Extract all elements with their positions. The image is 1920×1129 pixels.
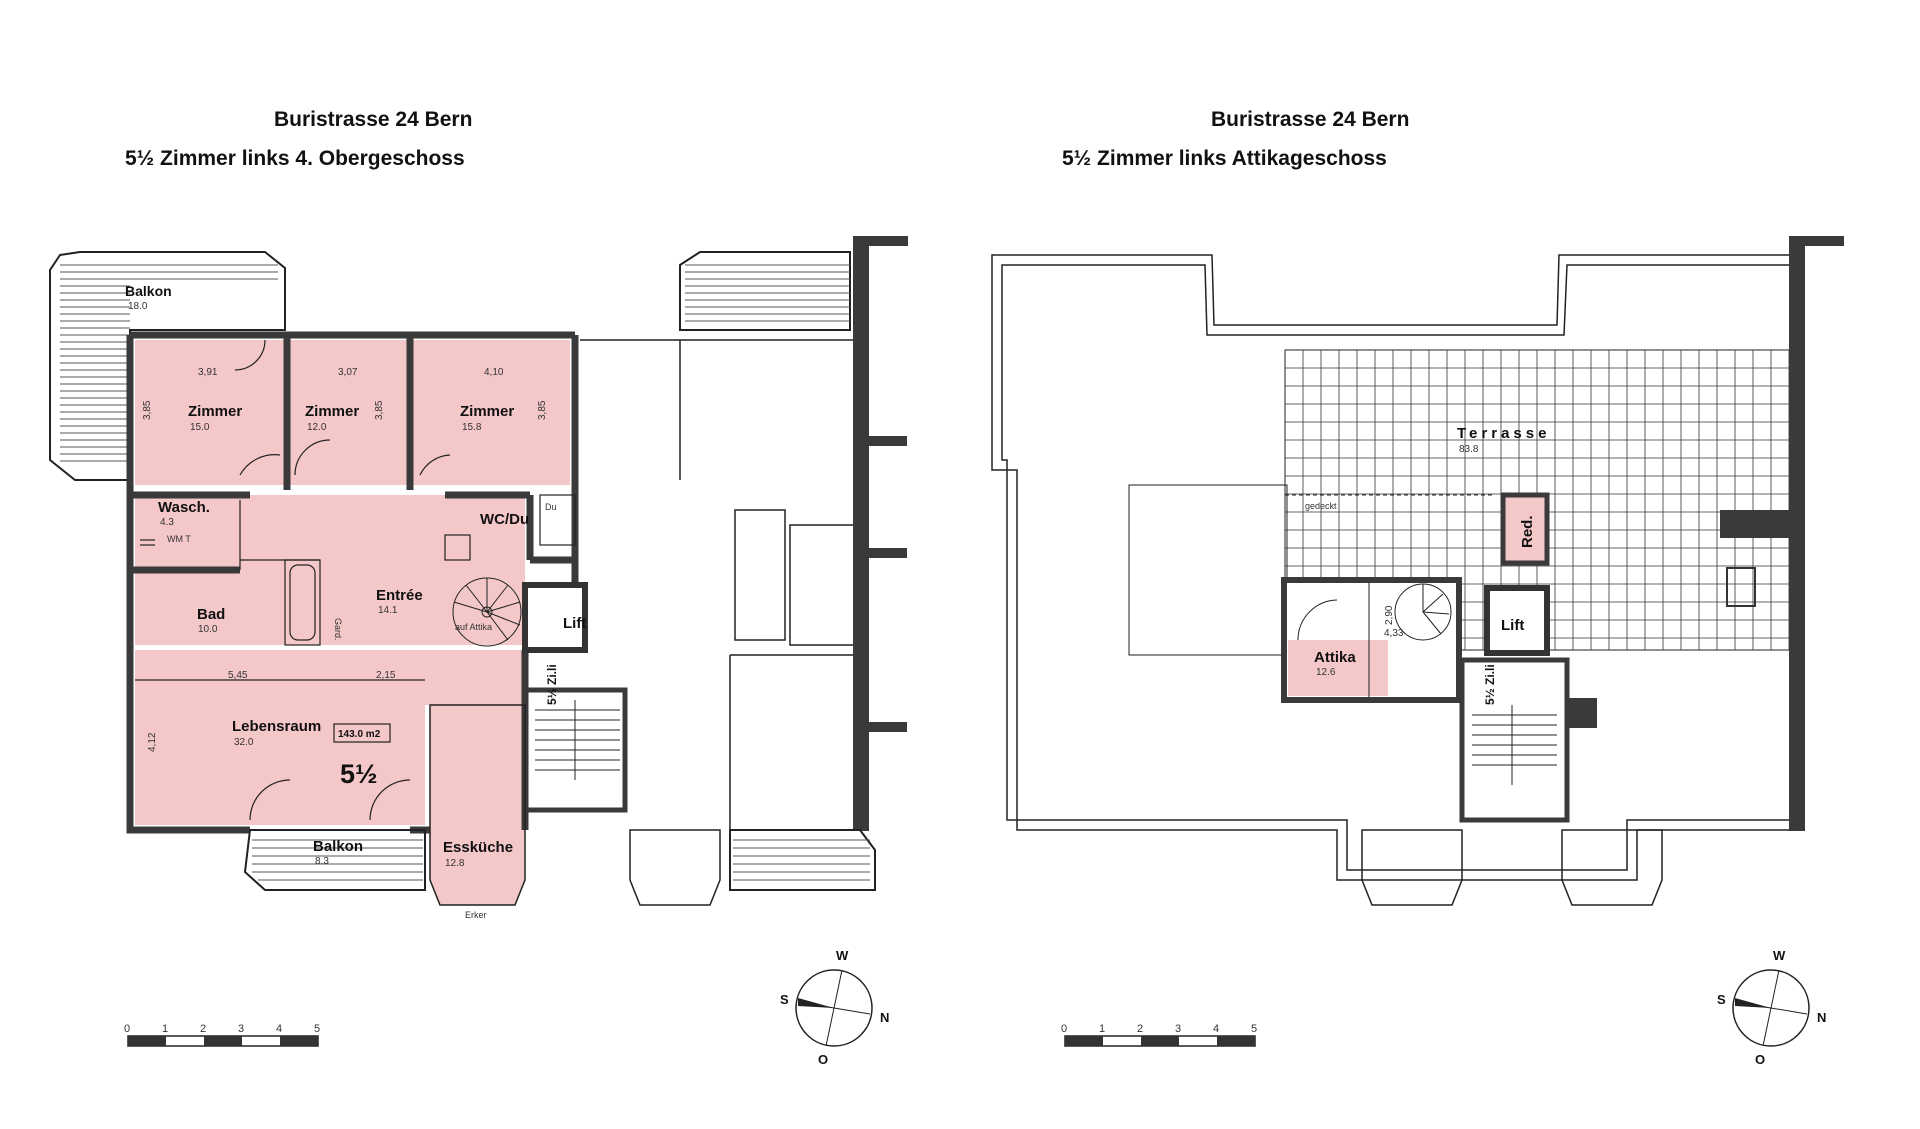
plan-subtitle: 5½ Zimmer links 4. Obergeschoss — [125, 147, 465, 170]
entree-label: Entrée — [376, 587, 423, 604]
balcony-top-right — [679, 251, 851, 331]
scale-3: 3 — [238, 1023, 244, 1035]
wasch-area: 4.3 — [160, 517, 174, 528]
plan-title: Buristrasse 24 Bern — [1211, 108, 1410, 131]
bay-outlines — [1361, 829, 1663, 906]
balkon-top-label: Balkon — [125, 283, 172, 299]
spiral-stair — [452, 577, 522, 647]
total-area: 143.0 m2 — [338, 729, 381, 740]
terrace-outline — [991, 254, 1791, 881]
zimmer2-width: 3,07 — [338, 367, 358, 378]
unit-tag: 5½ Zi.li — [1483, 664, 1497, 705]
compass: S N W O — [1717, 948, 1826, 1067]
dim-b: 2,15 — [376, 670, 396, 681]
red-label: Red. — [1519, 515, 1536, 548]
zimmer3-area: 15.8 — [462, 422, 482, 433]
compass-s: S — [780, 992, 789, 1007]
lift-label: Lift — [1501, 617, 1524, 634]
scale-4: 4 — [1213, 1023, 1219, 1035]
compass-o: O — [818, 1052, 828, 1067]
room-count: 5½ — [340, 759, 378, 789]
zimmer3-label: Zimmer — [460, 403, 514, 420]
zimmer2-height: 3,85 — [374, 400, 385, 420]
scale-1: 1 — [162, 1023, 168, 1035]
total-area-box — [333, 723, 391, 743]
dim-a: 5,45 — [228, 670, 248, 681]
attika-label: Attika — [1314, 649, 1356, 666]
scale-2: 2 — [1137, 1023, 1143, 1035]
terrasse-label: Terrasse — [1457, 425, 1550, 442]
bad-label: Bad — [197, 606, 225, 623]
entree-area: 14.1 — [378, 605, 398, 616]
wasch-wm: WM T — [167, 534, 191, 544]
floor-plan-drawing: gedeckt Terrasse 83.8 Red. 4,33 2,90 Att… — [991, 236, 1844, 1067]
scale-bar: 0 1 2 3 4 5 — [1061, 1023, 1257, 1047]
esskueche-area: 12.8 — [445, 858, 465, 869]
attika-room — [1281, 577, 1462, 703]
building-outer-wall — [1720, 236, 1844, 831]
stair-label: auf Attika — [455, 622, 492, 632]
covered-area — [1128, 484, 1288, 656]
compass-w: W — [836, 948, 849, 963]
erker-outline — [429, 704, 526, 906]
compass: S N W O — [780, 948, 889, 1067]
attika-area: 12.6 — [1316, 667, 1336, 678]
scale-bar: 0 1 2 3 4 5 — [124, 1023, 320, 1047]
bad-gard: Gard. — [333, 618, 343, 641]
balcony-bottom-left — [243, 829, 426, 891]
compass-n: N — [880, 1010, 889, 1025]
building-outer-wall — [853, 236, 908, 831]
scale-2: 2 — [200, 1023, 206, 1035]
zimmer2-area: 12.0 — [307, 422, 327, 433]
balkon-bottom-area: 8.3 — [315, 856, 329, 867]
compass-s: S — [1717, 992, 1726, 1007]
interior-lines — [135, 339, 576, 821]
lebensraum-label: Lebensraum — [232, 718, 321, 735]
zimmer1-label: Zimmer — [188, 403, 242, 420]
attika-dim-w: 4,33 — [1384, 628, 1404, 639]
floor-plan-drawing: Balkon 18.0 — [49, 236, 908, 1067]
zimmer3-width: 4,10 — [484, 367, 504, 378]
wcdu-label: WC/Du — [480, 511, 529, 528]
zimmer1-width: 3,91 — [198, 367, 218, 378]
wasch-label: Wasch. — [158, 499, 210, 516]
scale-0: 0 — [1061, 1023, 1067, 1035]
scale-0: 0 — [124, 1023, 130, 1035]
gedeckt-label: gedeckt — [1305, 501, 1337, 511]
neighbor-unit — [580, 339, 860, 906]
balkon-top-area: 18.0 — [128, 301, 148, 312]
zimmer3-height: 3,85 — [537, 400, 548, 420]
red-room — [1500, 492, 1550, 566]
terrasse-area: 83.8 — [1459, 444, 1479, 455]
zimmer1-height: 3,85 — [142, 400, 153, 420]
wcdu-du: Du — [545, 502, 557, 512]
bad-area: 10.0 — [198, 624, 218, 635]
unit-tag: 5½ Zi.li — [545, 664, 559, 705]
plan-subtitle: 5½ Zimmer links Attikageschoss — [1062, 147, 1387, 170]
plan-title: Buristrasse 24 Bern — [274, 108, 473, 131]
balcony-bottom-right — [729, 829, 876, 891]
attika-dim-h: 2,90 — [1384, 605, 1395, 625]
esskueche-label: Essküche — [443, 839, 513, 856]
balkon-bottom-label: Balkon — [313, 838, 363, 855]
lebensraum-area: 32.0 — [234, 737, 254, 748]
scale-1: 1 — [1099, 1023, 1105, 1035]
compass-w: W — [1773, 948, 1786, 963]
compass-n: N — [1817, 1010, 1826, 1025]
compass-o: O — [1755, 1052, 1765, 1067]
scale-4: 4 — [276, 1023, 282, 1035]
dim-h: 4,12 — [147, 732, 158, 752]
core — [1459, 585, 1597, 823]
scale-5: 5 — [314, 1023, 320, 1035]
zimmer1-area: 15.0 — [190, 422, 210, 433]
lift-label: Lift — [563, 615, 586, 632]
balcony-top-left — [49, 251, 286, 481]
apartment-fill — [135, 340, 570, 905]
scale-5: 5 — [1251, 1023, 1257, 1035]
erker-label: Erker — [465, 910, 487, 920]
scale-3: 3 — [1175, 1023, 1181, 1035]
zimmer2-label: Zimmer — [305, 403, 359, 420]
